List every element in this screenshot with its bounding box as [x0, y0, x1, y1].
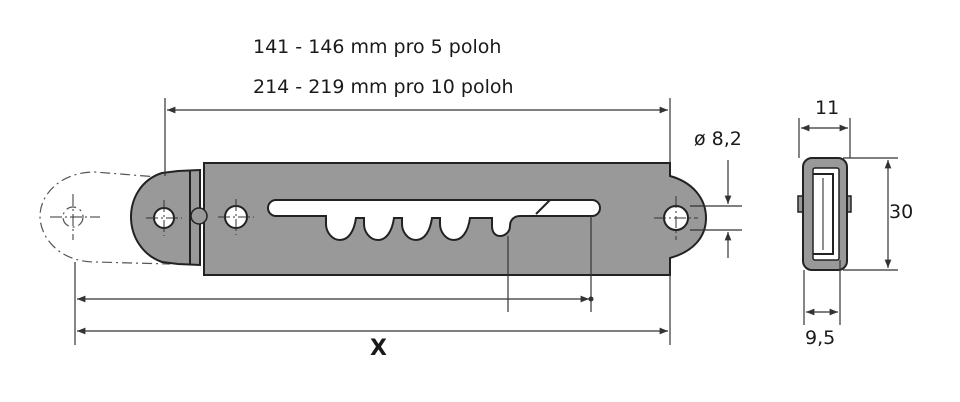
bottom-dimensions — [74, 216, 671, 345]
position-slot — [267, 199, 601, 242]
center-lines — [50, 194, 698, 240]
range-10-positions-label: 214 - 219 mm pro 10 poloh — [253, 76, 514, 98]
range-5-positions-label: 141 - 146 mm pro 5 poloh — [253, 36, 502, 58]
x-dimension-label: X — [370, 336, 387, 361]
side-view-dimensions — [798, 118, 898, 325]
slot-ramp — [535, 199, 551, 215]
side-width-bottom-label: 9,5 — [805, 327, 836, 349]
side-width-top-label: 11 — [815, 97, 840, 119]
partial-hole — [190, 207, 208, 225]
side-view — [797, 157, 852, 271]
hole-diameter-label: ø 8,2 — [694, 128, 742, 150]
diameter-dimension — [690, 160, 742, 258]
top-dimension — [164, 98, 671, 176]
slot-end-dot — [588, 296, 594, 302]
side-height-label: 30 — [889, 201, 914, 223]
ghost-end-cap — [39, 171, 171, 265]
